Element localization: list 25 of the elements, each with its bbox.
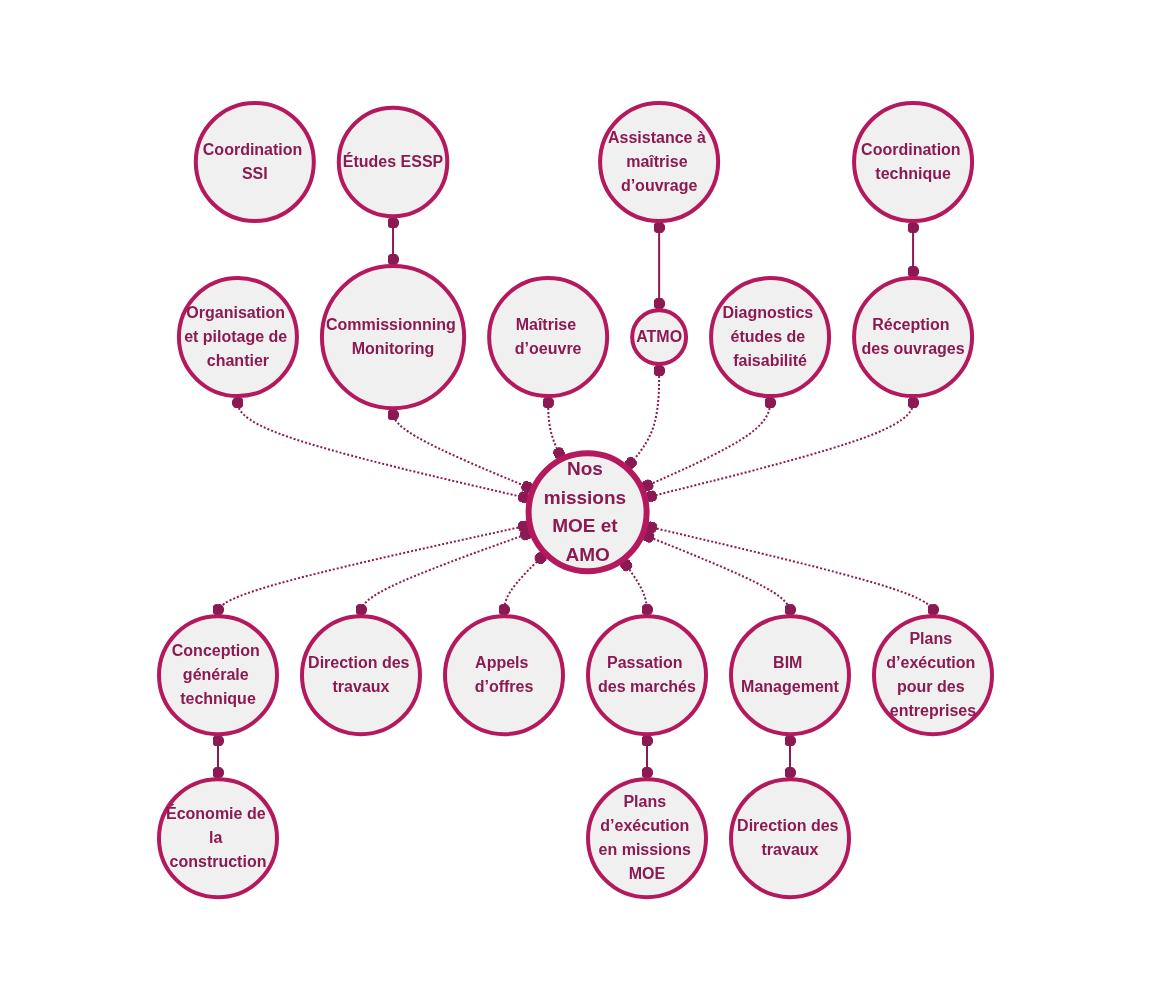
- node-circle: [299, 614, 422, 737]
- node-circle: [442, 614, 565, 737]
- connector: [640, 395, 776, 492]
- node-circle: [193, 100, 316, 223]
- node-circle: [585, 777, 708, 900]
- node-circle: [336, 105, 449, 219]
- node-circle: [486, 276, 609, 398]
- node-circle: [525, 450, 650, 575]
- node-circle: [871, 614, 994, 737]
- node-circle: [851, 100, 974, 223]
- connector: [386, 407, 534, 493]
- connector: [541, 395, 565, 460]
- node-circle: [176, 276, 299, 398]
- node-circle: [728, 777, 851, 900]
- node-circle: [156, 777, 279, 900]
- node-circle: [629, 308, 688, 366]
- node-circle: [851, 276, 974, 398]
- connector: [386, 215, 399, 267]
- node-circle: [728, 614, 851, 737]
- node-circle: [156, 614, 279, 737]
- node-circle: [585, 614, 708, 737]
- node-circle: [597, 100, 720, 223]
- node-circle: [708, 276, 831, 398]
- connector: [231, 395, 531, 504]
- node-circle: [319, 263, 466, 411]
